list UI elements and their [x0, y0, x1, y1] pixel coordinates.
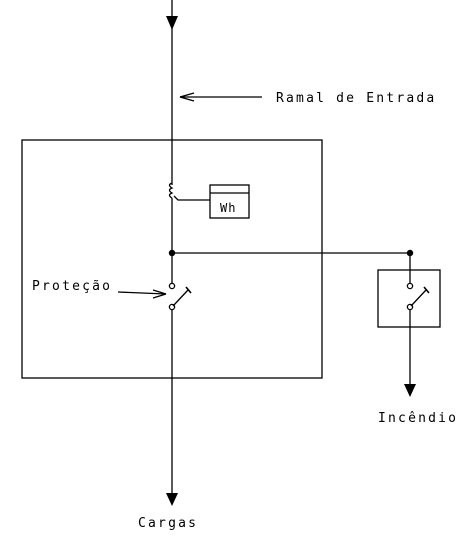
fire-label: Incêndio: [378, 411, 458, 426]
meter-connection-line: [173, 195, 210, 201]
meter-label: Wh: [220, 201, 236, 215]
loads-label: Cargas: [138, 516, 198, 531]
current-transformer-coil-icon: [168, 182, 174, 199]
fire-switch-icon: [406, 282, 430, 311]
feeder-top-arrow-icon: [166, 16, 178, 30]
protection-label: Proteção: [32, 279, 112, 294]
protection-switch-icon: [168, 282, 192, 311]
fire-arrow-icon: [404, 384, 416, 397]
entrance-label: Ramal de Entrada: [276, 91, 436, 106]
protection-pointer-arrow-icon: [117, 289, 167, 299]
fire-panel-enclosure: [377, 269, 441, 328]
energy-meter: Wh: [209, 184, 250, 219]
loads-arrow-icon: [166, 493, 178, 506]
entrance-pointer-arrow-icon: [179, 92, 262, 102]
